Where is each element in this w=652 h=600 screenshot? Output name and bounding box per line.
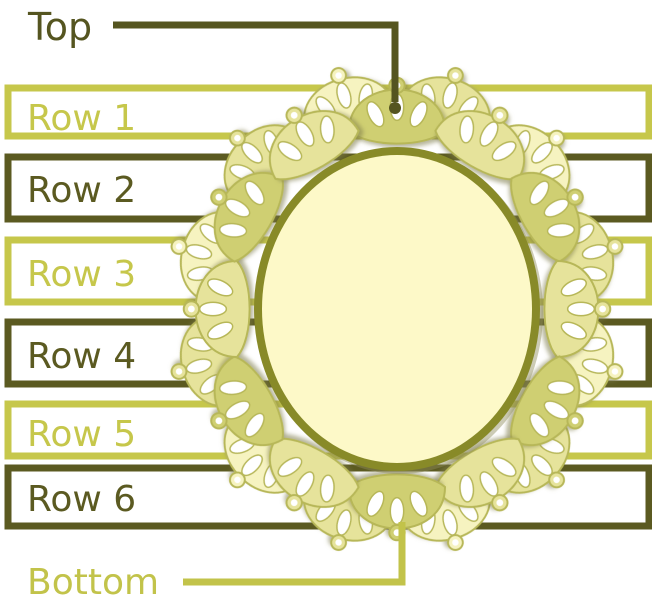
lace-petal bbox=[268, 437, 360, 512]
lace-petal bbox=[543, 259, 612, 359]
row-3-label: Row 3 bbox=[27, 254, 136, 295]
row-4-label: Row 4 bbox=[27, 336, 136, 377]
lace-petal bbox=[268, 106, 360, 181]
lace-petal bbox=[510, 171, 584, 263]
row-1-label: Row 1 bbox=[27, 98, 136, 139]
top-leader bbox=[113, 21, 401, 114]
doily-frame bbox=[170, 67, 624, 551]
row-6-label: Row 6 bbox=[27, 479, 136, 520]
lace-petal bbox=[210, 355, 284, 447]
lace-petal bbox=[434, 106, 526, 181]
lace-petal bbox=[210, 171, 284, 263]
bottom-leader bbox=[183, 522, 406, 586]
bottom-label: Bottom bbox=[27, 562, 159, 600]
row-2-label: Row 2 bbox=[27, 170, 136, 211]
center-oval bbox=[262, 155, 532, 463]
lace-petal bbox=[182, 259, 251, 359]
lace-petal bbox=[434, 437, 526, 512]
petals-front bbox=[182, 76, 612, 542]
row-5-label: Row 5 bbox=[27, 414, 136, 455]
top-label: Top bbox=[27, 5, 92, 49]
